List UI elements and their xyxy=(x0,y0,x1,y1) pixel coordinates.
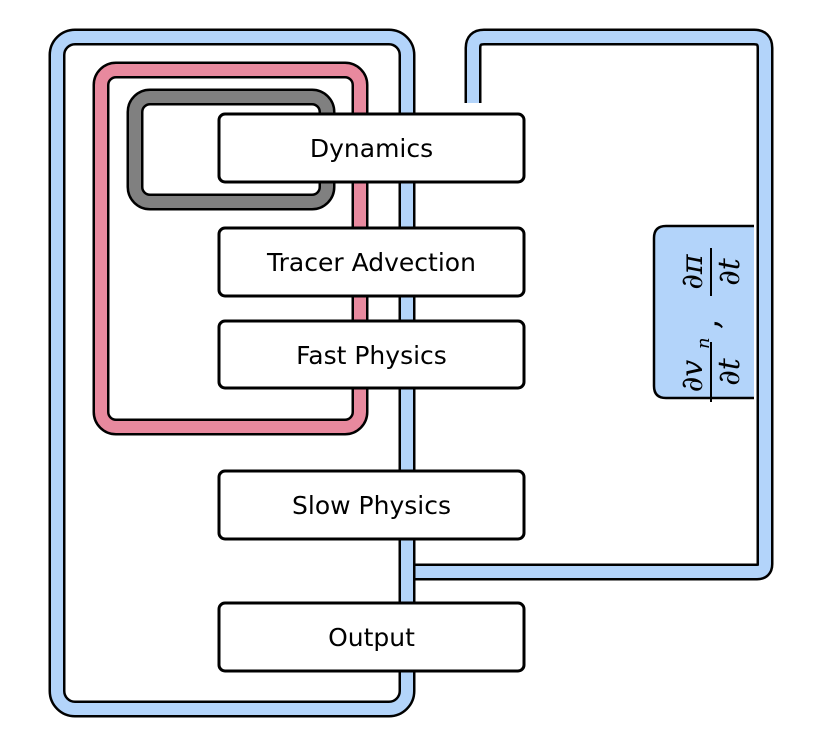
dynamics-box: Dynamics xyxy=(217,112,526,184)
slow-physics-label: Slow Physics xyxy=(292,491,451,520)
svg-text:∂t: ∂t xyxy=(712,257,747,286)
svg-text:n: n xyxy=(693,337,714,349)
svg-text:∂π: ∂π xyxy=(675,253,710,290)
fast-physics-box: Fast Physics xyxy=(217,319,526,390)
svg-text:∂t: ∂t xyxy=(712,357,747,386)
tendency-tag: ∂v n ∂t , ∂π ∂t xyxy=(652,224,754,402)
svg-text:∂v: ∂v xyxy=(675,360,710,393)
tracer-advection-box: Tracer Advection xyxy=(217,226,526,298)
fast-physics-label: Fast Physics xyxy=(296,341,447,370)
output-label: Output xyxy=(328,623,415,652)
slow-physics-box: Slow Physics xyxy=(217,469,526,541)
tendency-separator: , xyxy=(687,319,727,330)
dynamics-label: Dynamics xyxy=(310,134,433,163)
tendency-loop xyxy=(407,28,774,581)
tendency-formula: ∂v n ∂t , ∂π ∂t xyxy=(675,248,747,402)
tendency-term-pressure: ∂π ∂t xyxy=(675,248,747,296)
tracer-advection-label: Tracer Advection xyxy=(266,248,476,277)
tendency-term-velocity: ∂v n ∂t xyxy=(675,337,747,402)
output-box: Output xyxy=(217,601,526,673)
